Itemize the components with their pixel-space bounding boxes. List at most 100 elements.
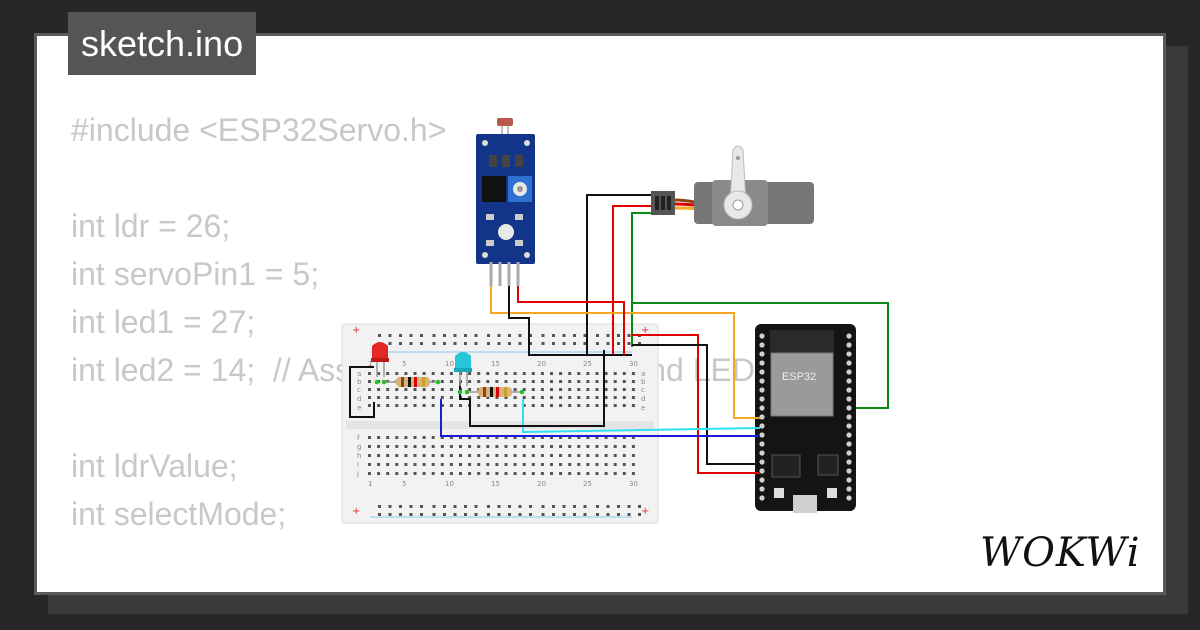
breadboard-hole (395, 396, 399, 399)
breadboard-hole (568, 463, 572, 466)
breadboard-hole (404, 445, 408, 448)
breadboard-hole (404, 454, 408, 457)
breadboard-hole (477, 380, 481, 383)
esp32-pin (846, 477, 852, 483)
breadboard-hole (368, 463, 371, 466)
breadboard-hole (386, 472, 390, 475)
breadboard-hole (540, 372, 544, 375)
row-letter: e (357, 404, 361, 412)
breadboard-hole (459, 472, 462, 475)
breadboard-hole (368, 472, 371, 475)
breadboard-hole (522, 388, 526, 391)
breadboard-hole (422, 372, 426, 375)
breadboard-hole (531, 380, 535, 383)
breadboard-hole (559, 463, 563, 466)
breadboard-hole (540, 445, 544, 448)
column-number: 5 (402, 360, 406, 368)
red-led[interactable] (371, 342, 389, 377)
rail-hole (529, 513, 532, 516)
breadboard-hole (631, 372, 635, 375)
breadboard-hole (422, 445, 426, 448)
resistor-1[interactable] (386, 377, 438, 387)
breadboard-hole (531, 454, 535, 457)
resistor-2[interactable] (467, 387, 522, 397)
breadboard-hole (631, 445, 635, 448)
breadboard-hole (540, 404, 544, 407)
breadboard-hole (368, 445, 371, 448)
breadboard-hole (568, 396, 572, 399)
breadboard-hole (595, 396, 599, 399)
rail-hole (464, 505, 467, 508)
breadboard-hole (513, 454, 517, 457)
breadboard-hole (377, 454, 381, 457)
breadboard-hole (440, 404, 444, 407)
breadboard-hole (431, 388, 435, 391)
esp32-pin (759, 441, 765, 447)
rail-hole (617, 334, 620, 337)
breadboard-hole (459, 463, 462, 466)
breadboard-hole (368, 454, 371, 457)
rail-hole (541, 505, 545, 508)
cyan-led[interactable] (454, 352, 472, 386)
row-letter: c (641, 386, 645, 394)
esp32-pin (846, 414, 852, 420)
breadboard-hole (477, 463, 481, 466)
breadboard-hole (577, 445, 581, 448)
breadboard-hole (550, 472, 553, 475)
code-line: int ldr = 26; (71, 208, 231, 244)
breadboard-hole (422, 454, 426, 457)
breadboard-hole (631, 463, 635, 466)
rail-hole (378, 513, 381, 516)
breadboard-hole (613, 372, 617, 375)
rail-hole (573, 513, 576, 516)
breadboard: + + + + 1 5 10 15 20 25 30 1 5 10 15 20 … (341, 323, 659, 524)
breadboard-hole (568, 472, 572, 475)
breadboard-hole (622, 372, 626, 375)
row-letter: i (357, 461, 359, 469)
breadboard-hole (595, 372, 599, 375)
breadboard-hole (395, 454, 399, 457)
rail-hole (474, 505, 478, 508)
breadboard-hole (495, 436, 499, 439)
rail-hole (518, 334, 522, 337)
breadboard-hole (613, 463, 617, 466)
wire-orange (490, 286, 760, 419)
breadboard-hole (422, 436, 426, 439)
esp32-pin (759, 342, 765, 348)
row-letter: j (356, 470, 359, 478)
rail-hole (399, 342, 402, 345)
breadboard-hole (449, 445, 453, 448)
breadboard-hole (404, 436, 408, 439)
row-letter: h (357, 452, 361, 460)
rail-hole (617, 505, 620, 508)
breadboard-hole (577, 388, 581, 391)
rail-hole (453, 513, 457, 516)
rail-hole (409, 334, 413, 337)
esp32-pin (759, 486, 765, 492)
svg-text:+: + (352, 325, 360, 336)
rail-hole (420, 513, 423, 516)
breadboard-hole (622, 388, 626, 391)
breadboard-hole (440, 472, 444, 475)
breadboard-hole (413, 388, 417, 391)
rail-hole (617, 513, 620, 516)
breadboard-hole (631, 404, 635, 407)
breadboard-hole (413, 436, 417, 439)
breadboard-hole (604, 454, 608, 457)
breadboard-hole (504, 396, 508, 399)
breadboard-hole (386, 404, 390, 407)
esp32-pin (759, 495, 765, 501)
breadboard-hole (550, 380, 553, 383)
esp32-board[interactable]: ESP32 (755, 324, 856, 513)
breadboard-hole (577, 463, 581, 466)
breadboard-hole (486, 380, 490, 383)
breadboard-hole (431, 472, 435, 475)
servo-motor[interactable] (651, 145, 814, 226)
breadboard-hole (422, 388, 426, 391)
breadboard-hole (477, 404, 481, 407)
rail-hole (487, 342, 490, 345)
rail-hole (474, 342, 478, 345)
esp32-pin (846, 423, 852, 429)
breadboard-hole (522, 436, 526, 439)
ldr-sensor-module[interactable] (476, 118, 535, 286)
